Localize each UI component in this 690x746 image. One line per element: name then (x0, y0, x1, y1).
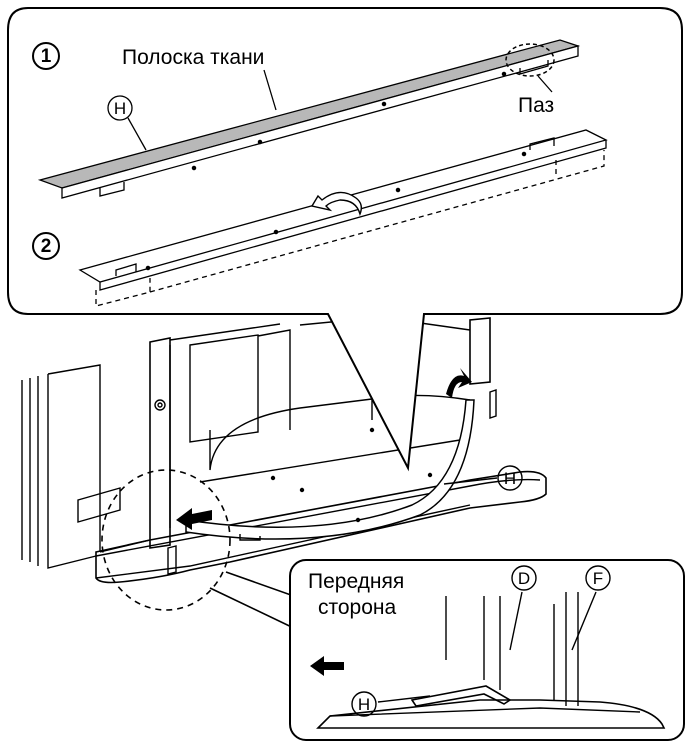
step2-hole-1 (145, 265, 151, 271)
rail-h-tab (239, 534, 261, 541)
rail-h-body (61, 45, 579, 199)
inset-detail (316, 565, 666, 729)
post-screw (154, 399, 166, 411)
strip-hole-1 (191, 165, 197, 171)
groove-dashed-circle (505, 43, 555, 77)
main-h-leader (443, 477, 498, 485)
base-hole-2 (299, 487, 305, 493)
fabric-label-leader (263, 69, 277, 111)
rail-h-step2-underside (99, 140, 607, 291)
step2-hole-3 (395, 187, 401, 193)
h-label-leader (127, 117, 147, 151)
strip-hole-2 (257, 139, 263, 145)
groove-label: Паз (518, 94, 554, 117)
inset-part-d-label: D (518, 569, 530, 588)
main-h-circle (497, 465, 523, 491)
step1-number: 1 (41, 46, 52, 67)
direction-arrows (176, 368, 472, 530)
front-arrow-icon (310, 656, 344, 676)
insert-arrow-left (176, 508, 212, 530)
inset-f-leader (571, 591, 597, 651)
inset-part-f-label: F (593, 569, 603, 588)
stand-base-top (95, 478, 541, 557)
inset-post-d (445, 596, 501, 690)
front-side-label-line1: Передняя (308, 570, 404, 593)
step2-tabs (115, 137, 555, 276)
step2-dashed-fabric (95, 150, 605, 307)
tv-left-edge (21, 374, 97, 569)
step2-circle (32, 232, 60, 260)
inset-frame (289, 559, 685, 741)
inset-part-h-label: H (358, 695, 370, 714)
step1-circle (32, 42, 60, 70)
right-post-slot (167, 389, 497, 575)
insert-arrow-up (446, 368, 472, 398)
top-part-h-label: H (114, 99, 126, 118)
inset-rail-h (410, 685, 512, 707)
rail-h-strip (185, 399, 475, 540)
h-circle-top (107, 95, 133, 121)
tv-inner-frame (199, 394, 471, 483)
base-hole-1 (270, 475, 276, 481)
fabric-strip-label: Полоска ткани (122, 46, 264, 69)
inset-f-circle (585, 565, 611, 591)
tv-port (77, 487, 121, 523)
rail-hole-1 (355, 517, 361, 523)
detail-dashed-circle (101, 469, 231, 611)
step2-hole-4 (521, 151, 527, 157)
groove-leader (537, 75, 553, 93)
strip-hole-3 (381, 101, 387, 107)
inset-h-circle (351, 691, 377, 717)
right-post (469, 317, 491, 385)
strip-hole-4 (501, 71, 507, 77)
tv-bottom-housing (47, 364, 151, 553)
fold-arrow-icon (310, 191, 363, 217)
step2-number: 2 (41, 236, 52, 257)
step2-hole-2 (273, 229, 279, 235)
step1-strip (37, 39, 581, 199)
inset-h-leader (377, 695, 431, 703)
inset-base (316, 699, 666, 729)
main-part-h-label: H (504, 469, 516, 488)
front-side-label-line2: сторона (318, 596, 397, 619)
stand-base (95, 470, 547, 584)
step2-rail (78, 129, 608, 307)
post-screw-inner (157, 402, 163, 408)
inset-d-circle (511, 565, 537, 591)
inset-d-leader (509, 591, 523, 651)
base-hole-3 (369, 427, 375, 433)
inset-post-f (553, 592, 579, 706)
rail-h-tabs (99, 60, 549, 197)
rail-hole-2 (427, 472, 433, 478)
inset-base-top (329, 707, 641, 717)
left-post (149, 337, 171, 549)
